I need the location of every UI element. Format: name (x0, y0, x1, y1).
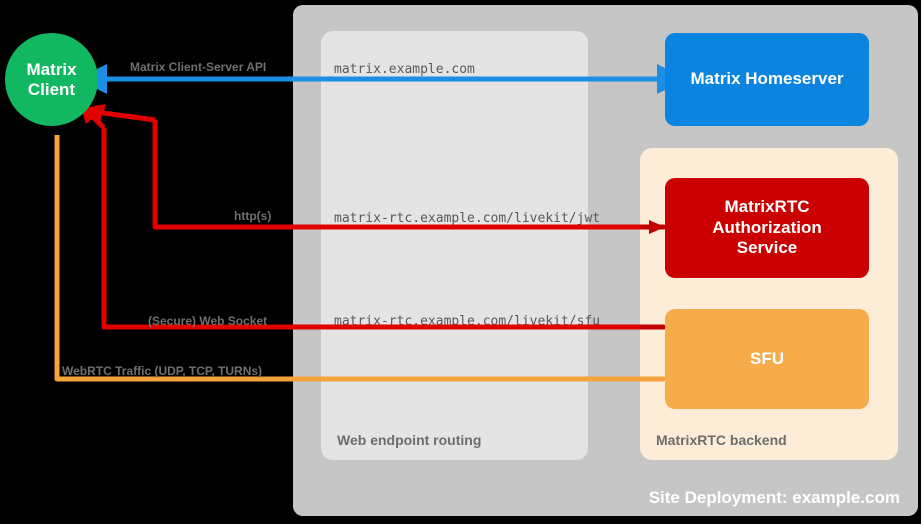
flow-label-secure-web-socket: (Secure) Web Socket (148, 314, 268, 328)
site-deployment-label: Site Deployment: example.com (648, 488, 900, 507)
node-matrix-homeserver-label: Matrix Homeserver (690, 69, 844, 89)
flow-secure-web-socket (80, 104, 690, 342)
endpoint-url-livekit-jwt: matrix-rtc.example.com/livekit/jwt (334, 211, 601, 226)
flow-webrtc-traffic (51, 104, 690, 394)
flow-http-s (84, 104, 690, 242)
node-matrix-client-label: Matrix Client (26, 59, 77, 99)
flow-label-http-s: http(s) (234, 209, 272, 223)
node-matrixrtc-authorization-service-label: MatrixRTC Authorization Service (712, 197, 822, 258)
node-matrixrtc-authorization-service[interactable]: MatrixRTC Authorization Service (665, 178, 869, 278)
flow-label-webrtc-traffic: WebRTC Traffic (UDP, TCP, TURNs) (62, 364, 263, 378)
web-endpoint-routing-label: Web endpoint routing (337, 432, 482, 448)
matrixrtc-backend-label: MatrixRTC backend (656, 432, 787, 448)
node-matrix-client[interactable]: Matrix Client (5, 33, 98, 126)
flow-label-client-server-api: Matrix Client-Server API (130, 60, 267, 74)
node-matrix-homeserver[interactable]: Matrix Homeserver (665, 33, 869, 126)
node-sfu-label: SFU (750, 348, 784, 368)
web-endpoint-routing-group: Web endpoint routing (321, 31, 588, 460)
node-sfu[interactable]: SFU (665, 309, 869, 409)
